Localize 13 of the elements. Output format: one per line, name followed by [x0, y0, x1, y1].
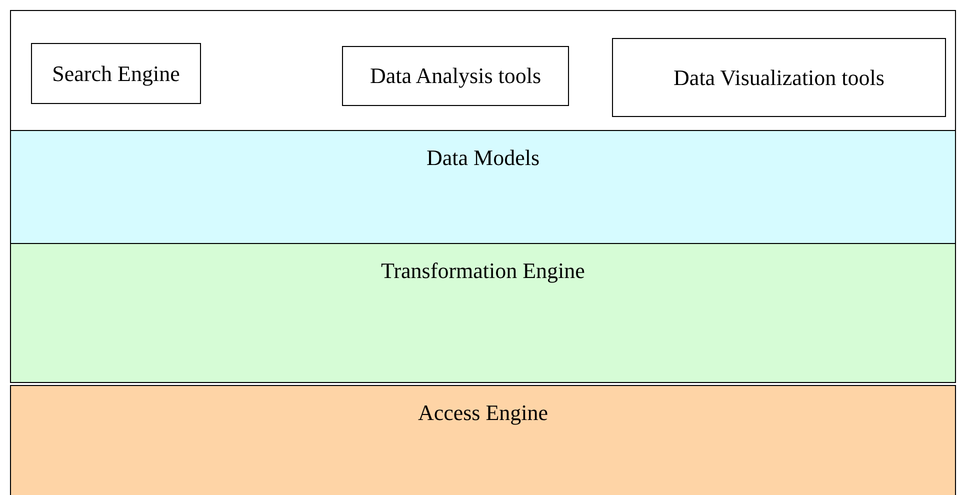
layer-band	[10, 130, 956, 244]
layer-band	[10, 385, 956, 495]
box-label: Data Visualization tools	[672, 64, 886, 90]
layer-label: Transformation Engine	[380, 258, 586, 284]
tool-box	[31, 43, 201, 104]
layer-label: Data Models	[425, 145, 541, 171]
layer-band	[10, 243, 956, 383]
box-label: Data Analysis tools	[368, 63, 542, 89]
layer-band	[10, 10, 956, 131]
box-label: Search Engine	[51, 60, 181, 86]
tool-box	[342, 46, 569, 106]
tool-box	[612, 38, 946, 117]
layer-label: Access Engine	[416, 400, 550, 426]
